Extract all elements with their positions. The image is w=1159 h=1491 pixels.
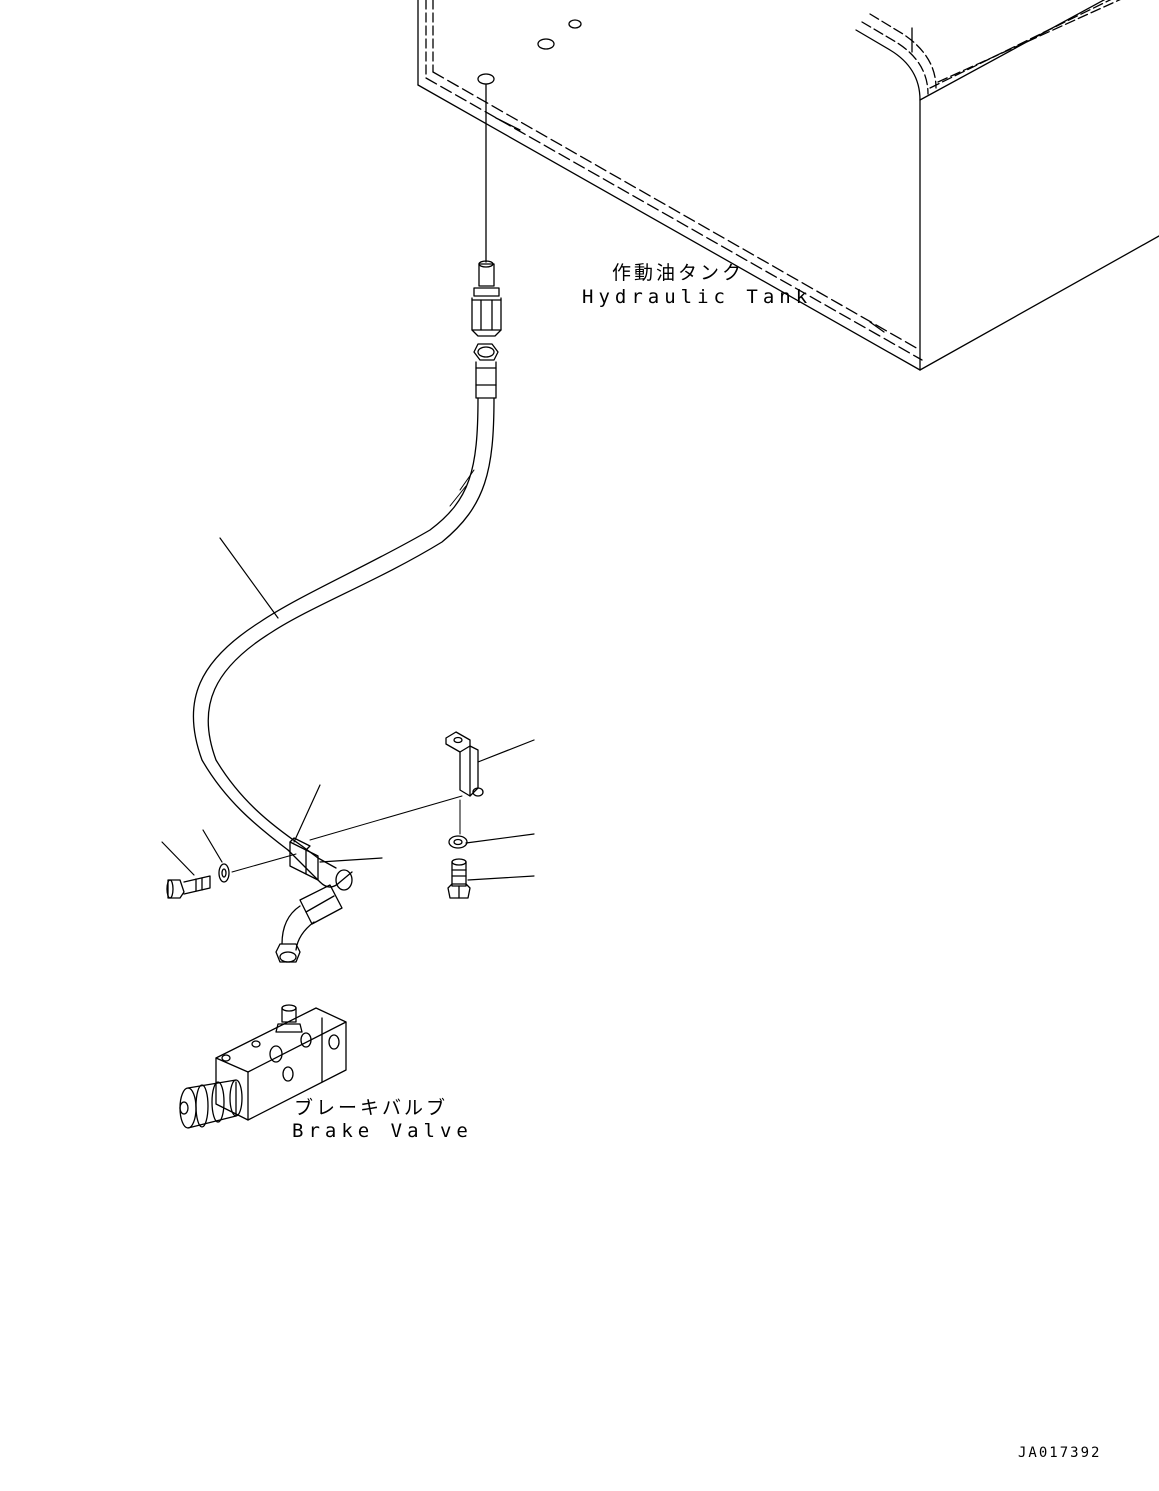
brake-valve-label-en: Brake Valve: [292, 1120, 473, 1142]
hydraulic-tank-label-en: Hydraulic Tank: [582, 286, 813, 308]
adapter-fitting: [471, 260, 502, 337]
hydraulic-tank-label-jp: 作動油タンク: [612, 262, 745, 284]
hydraulic-tank: [417, 0, 1159, 371]
leader-lines: [161, 537, 535, 881]
bolt-right: [447, 858, 471, 899]
bracket: [445, 731, 484, 797]
hose-assembly: [192, 343, 499, 963]
washer-right: [448, 835, 468, 849]
brake-valve-label-jp: ブレーキバルブ: [294, 1097, 449, 1119]
drawing-code: JA017392: [1018, 1445, 1102, 1461]
hose-clamp: [289, 837, 319, 881]
washer-left: [218, 863, 230, 883]
bolt-left: [166, 875, 211, 899]
brake-valve: [179, 1004, 347, 1129]
